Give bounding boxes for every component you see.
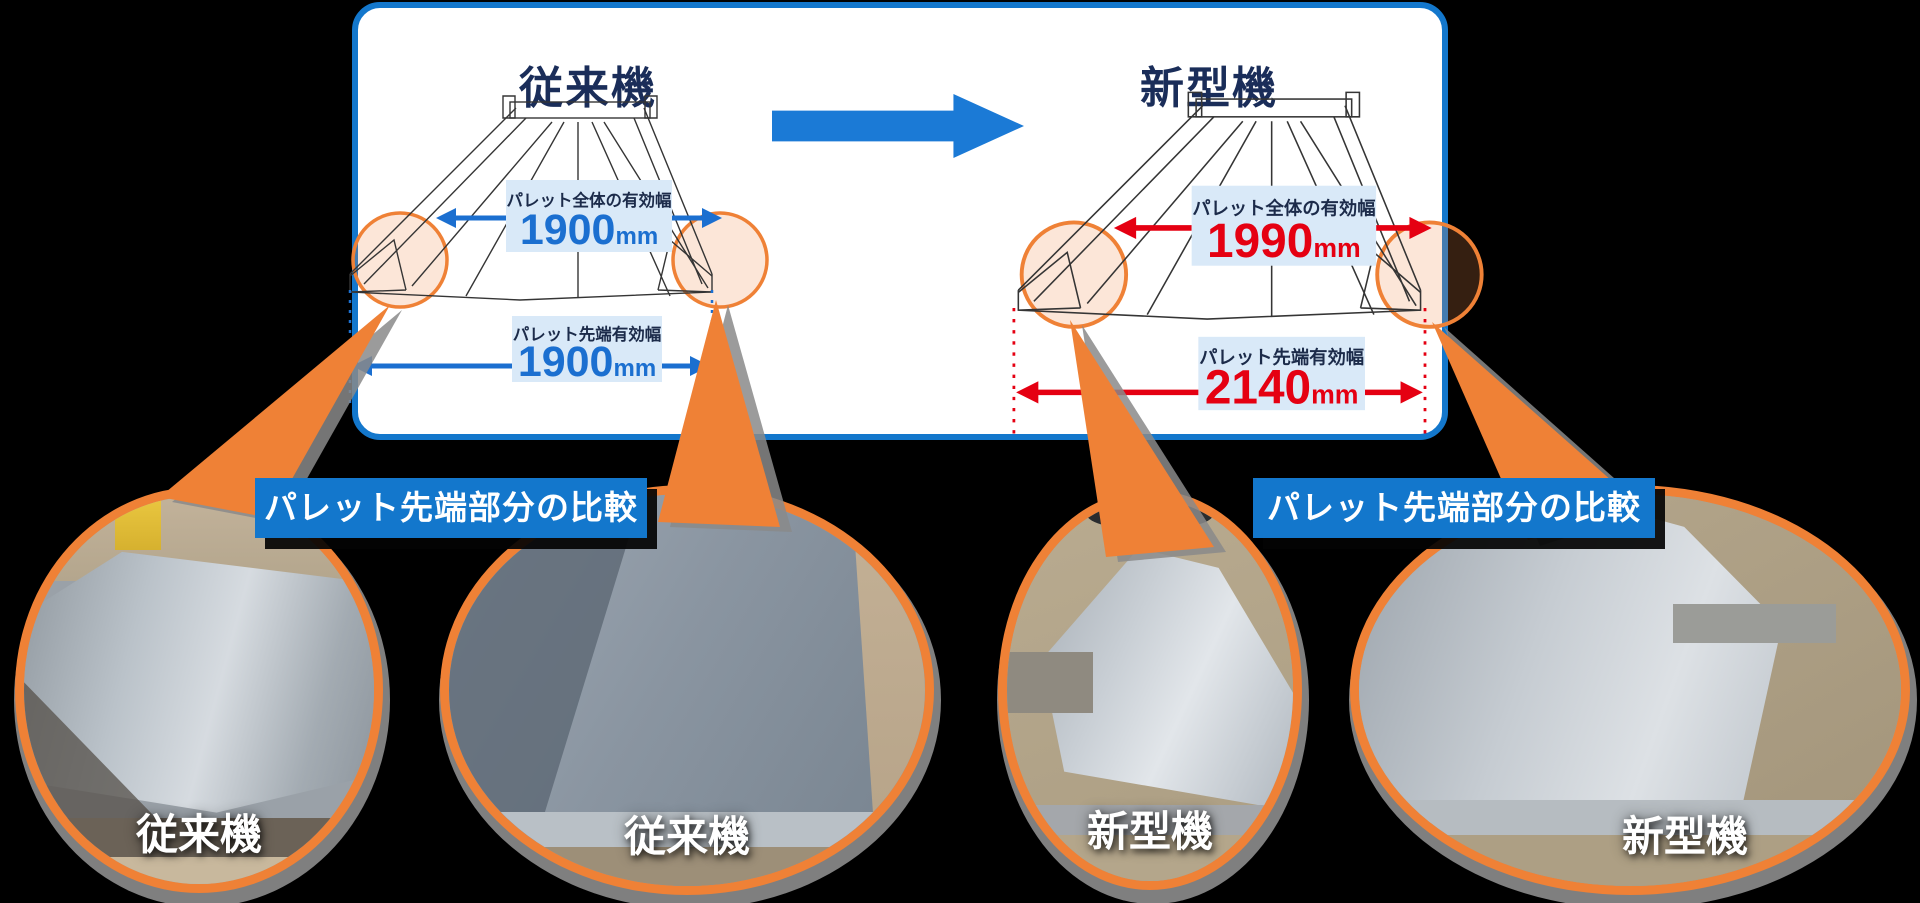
new-model-title: 新型機 [1140, 64, 1278, 113]
comparison-banner-right: パレット先端部分の比較 [1253, 478, 1655, 538]
photo-content [24, 496, 374, 884]
photo-content [449, 494, 925, 886]
tip-width-measure: パレット先端有効幅 2140mm [1012, 307, 1427, 435]
photo-content [1359, 494, 1901, 886]
tip-highlight-circle [351, 211, 449, 309]
comparison-banner-left: パレット先端部分の比較 [255, 478, 647, 538]
photo-new-model-2: 新型機 [1350, 485, 1910, 895]
photo-label: 従来機 [135, 811, 263, 858]
svg-text:1900mm: 1900mm [518, 338, 656, 386]
svg-text:1900mm: 1900mm [520, 206, 658, 254]
svg-text:パレット先端有効幅: パレット先端有効幅 [1199, 347, 1364, 368]
photo-old-model-1: 従来機 [15, 487, 383, 893]
svg-text:パレット先端有効幅: パレット先端有効幅 [513, 324, 662, 344]
photo-label: 従来機 [623, 813, 751, 860]
overall-width-measure: パレット全体の有効幅 1990mm [1113, 185, 1432, 268]
svg-text:パレット全体の有効幅: パレット全体の有効幅 [507, 190, 673, 210]
pallet-diagram-old: パレット全体の有効幅 1900mm パレット先端有効幅 1900mm [348, 95, 769, 404]
photo-label: 新型機 [1621, 813, 1749, 860]
old-model-title: 従来機 [519, 64, 657, 113]
photo-new-model-1: 新型機 [998, 490, 1302, 890]
pallet-diagram-new: パレット全体の有効幅 1990mm パレット先端有効幅 2140mm [1012, 91, 1484, 435]
overall-width-measure: パレット全体の有効幅 1900mm [436, 180, 722, 254]
svg-text:1990mm: 1990mm [1207, 215, 1361, 268]
photo-label: 新型機 [1086, 808, 1214, 855]
svg-text:パレット全体の有効幅: パレット全体の有効幅 [1192, 198, 1375, 219]
photo-old-model-2: 従来機 [440, 485, 934, 895]
